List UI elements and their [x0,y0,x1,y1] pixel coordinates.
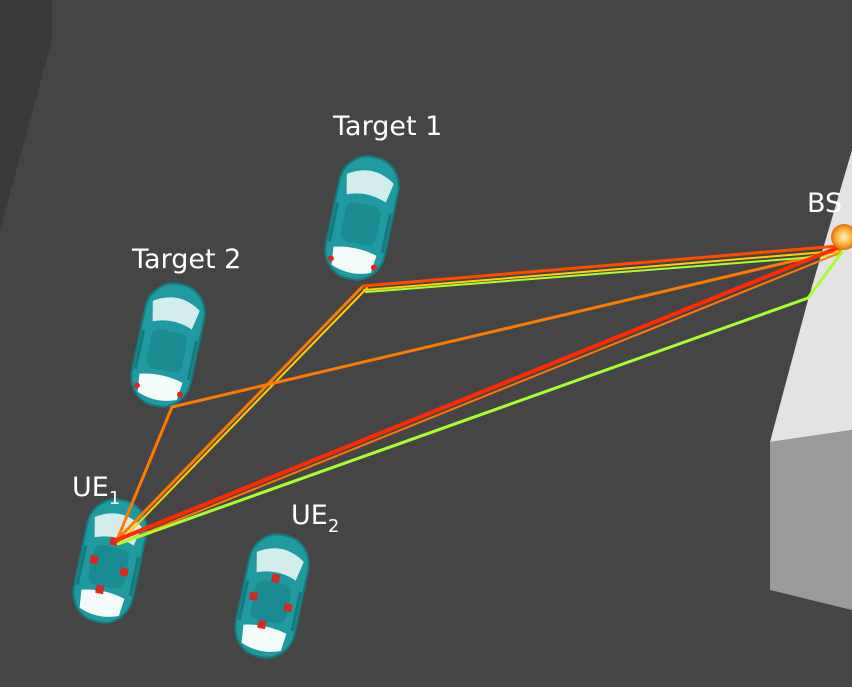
path-ue1-target1 [119,287,368,543]
target2-label: Target 2 [131,244,241,275]
ue1-antenna [119,567,129,577]
target1-car-top-icon [318,149,406,287]
ue2-antenna [257,619,267,630]
ue2-label-sub: 2 [328,516,339,537]
ue2-antenna [283,602,293,613]
path-target1-bs [365,254,841,293]
path-target2-bs [170,248,842,409]
bs-base-station-icon [831,224,852,250]
path-ue1-bs-reflected [116,250,844,546]
ue2-label: UE2 [291,500,339,537]
ue2-antenna [248,591,259,601]
ue1-label: UE1 [72,472,120,509]
path-ue1-target2 [115,405,174,542]
building-side [770,430,852,610]
ue2-antenna [270,573,281,584]
path-ue1-bs-direct [117,251,843,545]
ue2-car-top-icon [228,527,316,665]
ue1-antenna [89,554,99,565]
ue2-label-main: UE [291,500,328,531]
path-target1-bs [361,244,840,288]
ue1-label-main: UE [72,472,109,503]
ue1-antenna [95,584,105,595]
target2-car-top-icon [124,276,212,414]
path-ue1-bs-direct [115,244,844,542]
bs-label: BS [807,188,842,219]
path-target1-bs [363,250,839,291]
left-wall [0,0,52,230]
target1-label: Target 1 [332,111,442,142]
ue1-label-sub: 1 [109,488,120,509]
path-ue1-target1 [115,284,365,542]
propagation-paths [115,244,844,546]
